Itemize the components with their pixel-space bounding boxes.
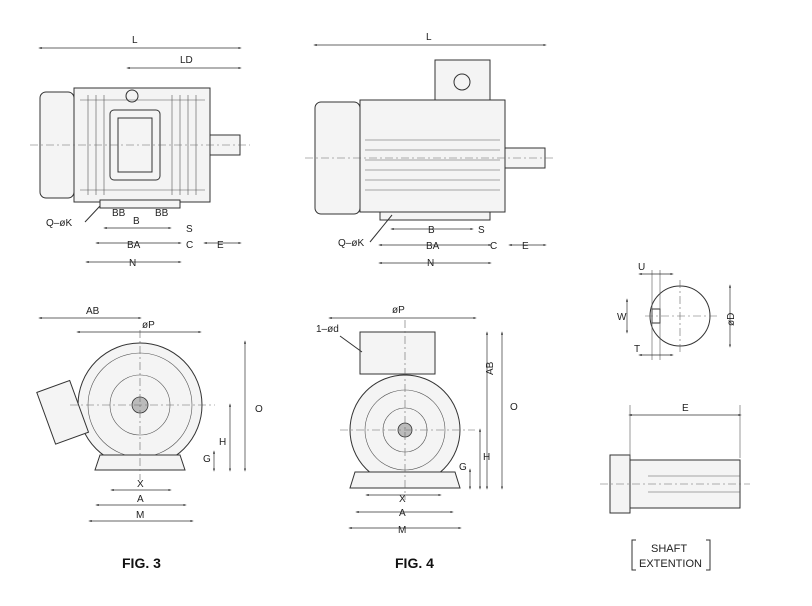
dim-BA: BA (127, 240, 141, 251)
fig3-side-dimensions: L LD B BB BB S BA C E N Q–øK (38, 35, 242, 269)
dim-AB: AB (485, 361, 496, 375)
dim-H: H (483, 452, 490, 463)
dim-B: B (133, 216, 140, 227)
dim-M: M (136, 510, 144, 521)
dim-AB: AB (86, 306, 100, 317)
dim-S: S (186, 224, 193, 235)
dim-A: A (399, 508, 406, 519)
dim-BA: BA (426, 241, 440, 252)
dim-T: T (634, 344, 640, 355)
dim-L: L (132, 35, 138, 46)
dim-N: N (129, 258, 136, 269)
dim-O: O (510, 402, 518, 413)
dim-X: X (137, 479, 144, 490)
dim-M: M (398, 525, 406, 536)
shaft-caption-line1: SHAFT (651, 543, 687, 555)
dim-QK: Q–øK (46, 218, 72, 229)
dim-d: 1–ød (316, 324, 339, 335)
dim-B: B (428, 225, 435, 236)
shaft-extension-view: U W T øD E SHAFT EXTENTION (600, 262, 750, 571)
dim-C: C (490, 241, 497, 252)
dim-E: E (682, 403, 689, 414)
fig3-side-view (30, 87, 250, 209)
dim-P: øP (142, 320, 155, 331)
dim-C: C (186, 240, 193, 251)
dim-A: A (137, 494, 144, 505)
dim-U: U (638, 262, 645, 273)
dim-QK: Q–øK (338, 238, 364, 249)
dim-E: E (217, 240, 224, 251)
dim-X: X (399, 494, 406, 505)
fig4-front-view: øP 1–ød AB O H G X A M (316, 305, 518, 536)
dim-E: E (522, 241, 529, 252)
dim-BB: BB (112, 208, 126, 219)
fig4-side-view: L B S BA C E N Q–øK (305, 32, 555, 269)
fig3-caption: FIG. 3 (122, 555, 161, 571)
dim-D: øD (726, 313, 737, 326)
dim-G: G (459, 462, 467, 473)
dim-S: S (478, 225, 485, 236)
dim-G: G (203, 454, 211, 465)
dim-P: øP (392, 305, 405, 316)
dim-N: N (427, 258, 434, 269)
dim-BB: BB (155, 208, 169, 219)
shaft-caption-line2: EXTENTION (639, 558, 702, 570)
fig4-caption: FIG. 4 (395, 555, 434, 571)
dim-W: W (617, 312, 627, 323)
dim-L: L (426, 32, 432, 43)
dim-O: O (255, 404, 263, 415)
dim-LD: LD (180, 55, 193, 66)
dim-H: H (219, 437, 226, 448)
fig3-front-view: AB øP O H G X A M (36, 306, 263, 523)
